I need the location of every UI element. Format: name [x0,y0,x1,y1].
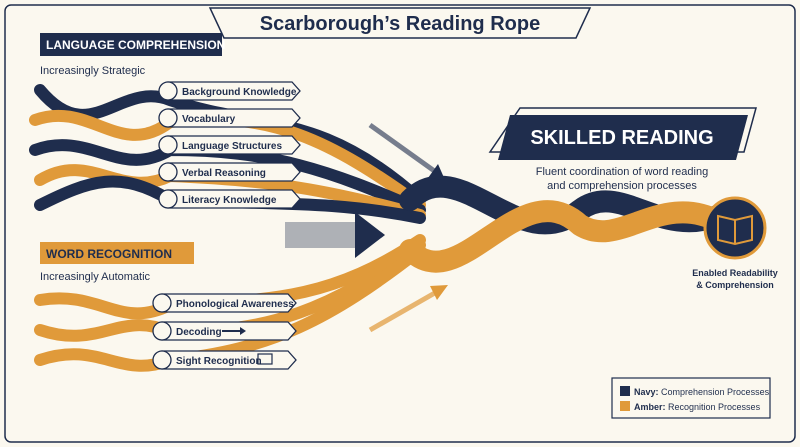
label-phonological: Phonological Awareness [176,299,294,310]
speaker-icon [152,293,172,313]
book-badge: Enabled Readability & Comprehension [692,196,778,290]
legend-amber-label: Amber: Recognition Processes [634,402,761,412]
word-header-box [40,242,194,264]
skilled-reading-section: SKILLED READING Fluent coordination of w… [488,107,757,192]
arrow-center-body [285,222,355,248]
twisted-rope [399,175,731,273]
arrow-word [368,287,442,333]
label-verbal-reasoning: Verbal Reasoning [182,168,266,179]
gears-icon [158,81,178,101]
label-decoding: Decoding [176,327,222,338]
language-header: LANGUAGE COMPREHENSION [46,38,225,52]
legend-box [611,377,771,419]
word-labels: Phonological Awareness Decoding Sight Re… [152,293,297,370]
label-background-knowledge: Background Knowledge [182,87,297,98]
skilled-reading-desc-2: and comprehension processes [547,180,697,192]
book-icon [158,189,178,209]
skilled-reading-title: SKILLED READING [530,127,713,149]
puzzle-icon [158,162,178,182]
arrow-center-head [355,212,385,258]
skilled-reading-banner [498,115,748,160]
label-sight: Sight Recognition [176,356,262,367]
strand-background-knowledge [34,84,426,206]
legend-navy-swatch [620,386,630,396]
title-banner [208,7,592,39]
books-icon [158,108,178,128]
label-vocabulary: Vocabulary [182,114,236,125]
language-labels: Background Knowledge Vocabulary Language… [158,81,301,209]
badge-text-2: & Comprehension [696,280,774,290]
word-header: WORD RECOGNITION [46,247,172,261]
skilled-reading-desc-1: Fluent coordination of word reading [536,166,708,178]
frame [4,4,796,443]
arrow-language-head [428,164,445,180]
word-subtitle: Increasingly Automatic [40,271,151,283]
page-title: Scarborough’s Reading Rope [260,13,540,35]
badge-text-1: Enabled Readability [692,268,778,278]
hierarchy-icon [158,135,178,155]
legend: Navy: Comprehension Processes Amber: Rec… [611,377,771,419]
legend-navy-label: Navy: Comprehension Processes [634,387,770,397]
eye-icon [152,350,172,370]
arrow-word-head [430,285,448,300]
language-subtitle: Increasingly Strategic [40,65,146,77]
eye-small-icon [257,353,273,365]
rope-amber-strand [399,200,731,273]
arrow-language [368,122,442,178]
label-literacy-knowledge: Literacy Knowledge [182,195,277,206]
legend-amber-swatch [620,401,630,411]
label-language-structures: Language Structures [182,141,282,152]
letter-blocks-icon [152,321,172,341]
arrow-right-icon-head [240,327,246,335]
language-header-box [40,33,222,56]
